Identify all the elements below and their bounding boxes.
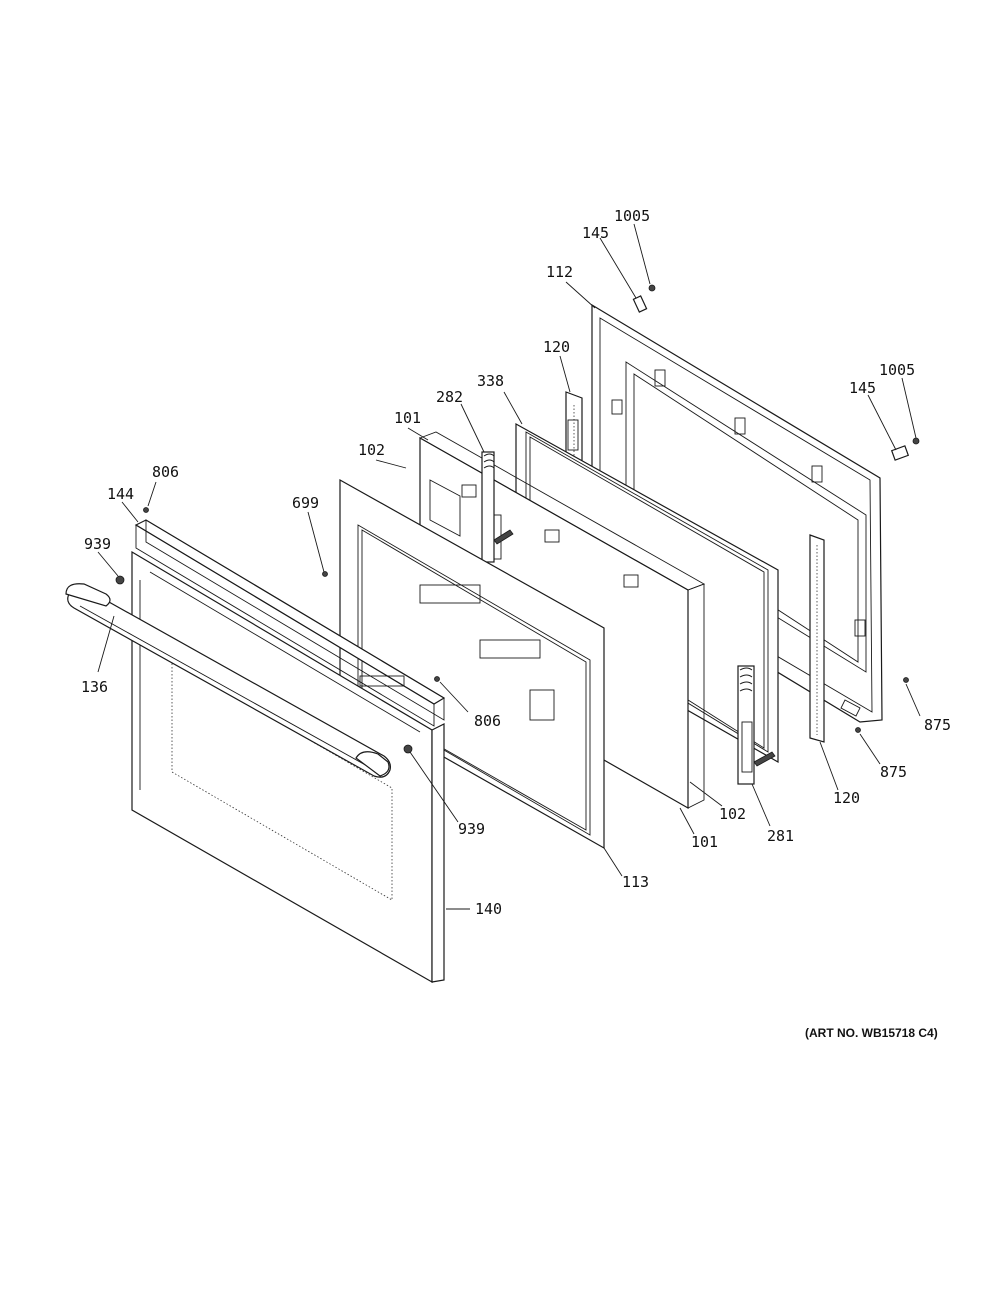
callout-282: 282 — [436, 388, 463, 406]
screw-939-left — [115, 575, 125, 585]
callout-112: 112 — [546, 263, 573, 281]
spacer-145-top — [632, 295, 648, 313]
callout-102-top: 102 — [358, 441, 385, 459]
callout-136: 136 — [81, 678, 108, 696]
callout-281: 281 — [767, 827, 794, 845]
door-handle-part — [65, 583, 391, 778]
leader-lines — [97, 223, 921, 910]
callout-939-left: 939 — [84, 535, 111, 553]
callout-1005-right: 1005 — [879, 361, 915, 379]
hinge-281-part — [737, 665, 776, 785]
screw-939-right — [403, 744, 413, 754]
callout-145-right: 145 — [849, 379, 876, 397]
screw-1005-top — [648, 284, 656, 292]
callout-806-bottom: 806 — [474, 712, 501, 730]
callout-120-bottom: 120 — [833, 789, 860, 807]
hinge-282-part — [481, 451, 514, 563]
screw-875-bottom — [855, 727, 861, 733]
screw-806-top — [143, 507, 149, 513]
callout-140: 140 — [475, 900, 502, 918]
callout-113: 113 — [622, 873, 649, 891]
callout-120-top: 120 — [543, 338, 570, 356]
callout-699: 699 — [292, 494, 319, 512]
hinge-channel-right-part — [809, 534, 825, 743]
callout-101-bottom: 101 — [691, 833, 718, 851]
callout-145-top: 145 — [582, 224, 609, 242]
screw-806-bottom — [434, 676, 440, 682]
callout-875-top: 875 — [924, 716, 951, 734]
callout-labels: 1005 145 112 120 338 282 101 102 1005 14… — [81, 207, 951, 918]
callout-1005-top: 1005 — [614, 207, 650, 225]
callout-939-right: 939 — [458, 820, 485, 838]
screw-1005-right — [912, 437, 920, 445]
callout-338: 338 — [477, 372, 504, 390]
screw-699 — [322, 571, 328, 577]
spacer-145-right — [890, 445, 910, 461]
callout-144: 144 — [107, 485, 134, 503]
callout-875-bottom: 875 — [880, 763, 907, 781]
screw-875-top — [903, 677, 909, 683]
art-number: (ART NO. WB15718 C4) — [805, 1026, 938, 1040]
callout-806-top: 806 — [152, 463, 179, 481]
callout-102-bottom: 102 — [719, 805, 746, 823]
callout-101-top: 101 — [394, 409, 421, 427]
top-vent-trim-part — [134, 519, 446, 727]
